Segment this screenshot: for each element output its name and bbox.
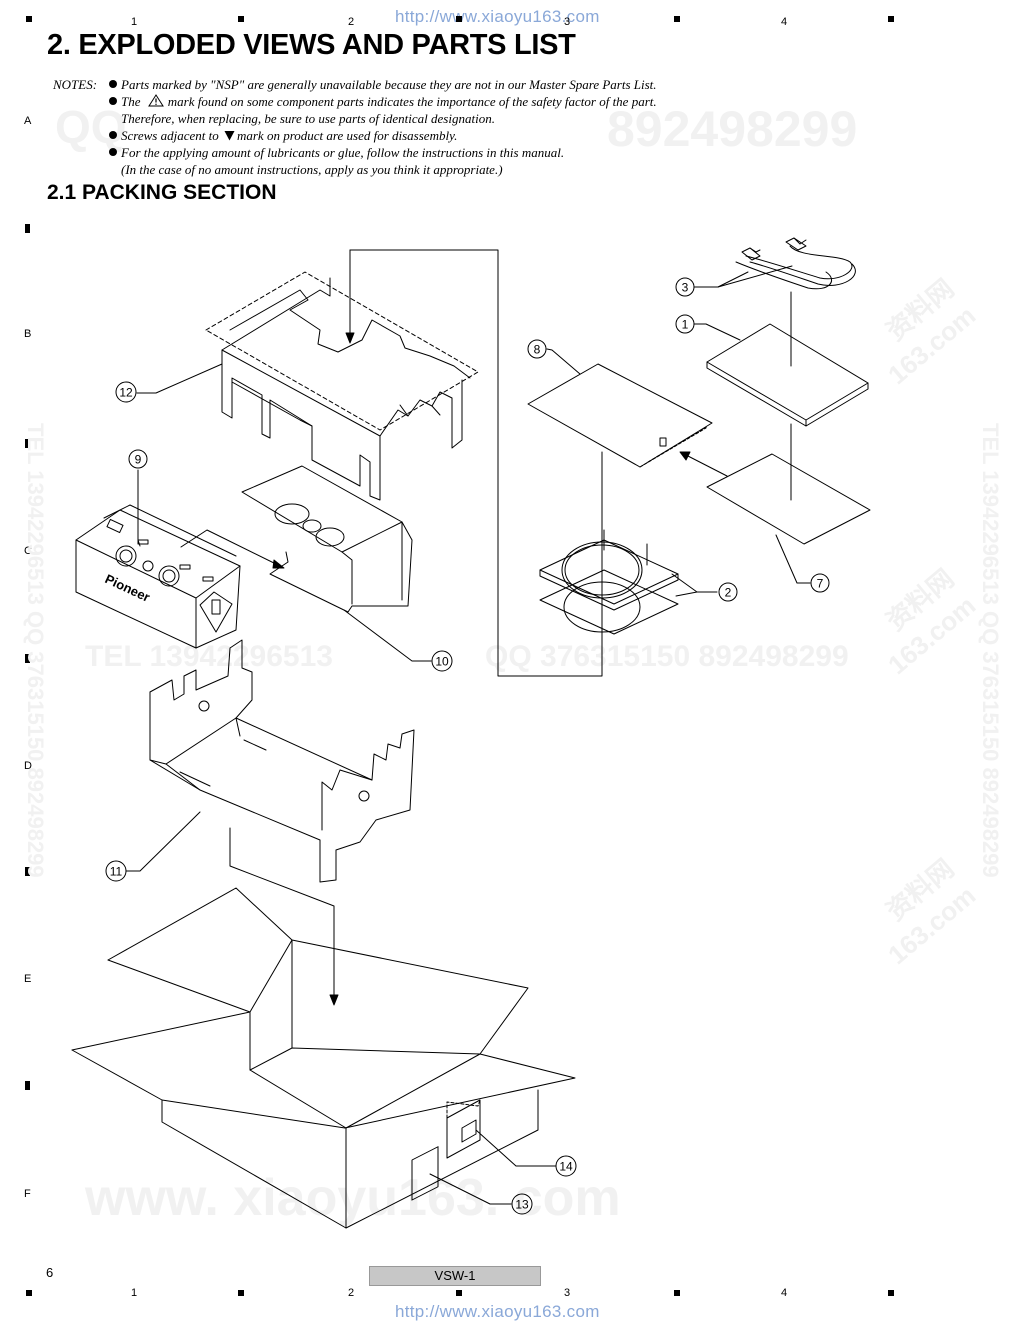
registration-mark (674, 1290, 680, 1296)
registration-mark (674, 16, 680, 22)
registration-mark (25, 654, 30, 663)
part-13-carton-box (71, 887, 576, 1229)
registration-mark (238, 16, 244, 22)
callout-numbers: 3 1 8 12 9 7 2 10 11 14 13 (105, 277, 830, 1215)
watermark: TEL 13942296513 (85, 640, 333, 673)
callout-13: 13 (515, 1198, 529, 1212)
watermark: QQ (55, 101, 127, 153)
registration-mark (25, 224, 30, 233)
callout-7: 7 (817, 577, 824, 591)
column-number: 2 (348, 16, 355, 28)
page-number: 6 (46, 1265, 54, 1280)
column-number: 4 (781, 1287, 788, 1299)
column-number: 1 (131, 1287, 138, 1299)
registration-mark (456, 16, 462, 22)
note-item: For the applying amount of lubricants or… (109, 144, 564, 161)
registration-mark (456, 1290, 462, 1296)
section-heading: 2.1 PACKING SECTION (47, 181, 277, 204)
callout-3: 3 (682, 281, 689, 295)
part-2-cushions (539, 529, 679, 635)
note-text: Therefore, when replacing, be sure to us… (121, 111, 495, 126)
down-triangle-icon (224, 131, 235, 141)
page-title: 2. EXPLODED VIEWS AND PARTS LIST (47, 29, 576, 61)
notes-label: NOTES: (53, 77, 98, 92)
callout-8: 8 (534, 343, 541, 357)
callout-11: 11 (110, 865, 123, 879)
part-11-lower-pad (149, 639, 415, 883)
footer-url[interactable]: http://www.xiaoyu163.com (395, 1302, 600, 1321)
notes-block: NOTES: Parts marked by "NSP" are general… (53, 76, 813, 180)
column-number: 1 (131, 16, 138, 28)
column-number: 3 (564, 16, 571, 28)
registration-mark (888, 16, 894, 22)
registration-mark (26, 1290, 32, 1296)
registration-mark (238, 1290, 244, 1296)
callout-14: 14 (559, 1160, 573, 1174)
part-7-sheet (706, 453, 871, 545)
column-number: 2 (348, 1287, 355, 1299)
assembly-guide-line (679, 451, 728, 477)
registration-mark (25, 439, 30, 448)
callout-10: 10 (435, 655, 449, 669)
note-text: (In the case of no amount instructions, … (121, 162, 503, 177)
header-url[interactable]: http://www.xiaoyu163.com (395, 7, 600, 26)
row-letter: F (24, 1188, 31, 1200)
row-letter: B (24, 328, 32, 340)
assembly-guide-line (229, 827, 339, 1006)
note-item: Parts marked by "NSP" are generally unav… (109, 76, 657, 93)
watermark: www. xiaoyu163. com (85, 1169, 621, 1227)
part-1-manual (706, 323, 869, 427)
row-letter: A (24, 115, 32, 127)
registration-mark (25, 1081, 30, 1090)
product-logo: Pioneer (103, 571, 153, 605)
column-number: 3 (564, 1287, 571, 1299)
callout-12: 12 (119, 386, 133, 400)
assembly-guide-line (345, 249, 603, 677)
warning-triangle-icon (147, 94, 164, 107)
registration-mark (888, 1290, 894, 1296)
part-3-cables (735, 237, 856, 290)
callout-9: 9 (135, 453, 142, 467)
row-letter: C (24, 545, 32, 557)
callout-2: 2 (725, 586, 732, 600)
note-item: The mark found on some component parts i… (109, 93, 657, 110)
note-text: mark found on some component parts indic… (167, 94, 657, 109)
note-text: The (121, 94, 141, 109)
row-letter: E (24, 973, 32, 985)
part-12-upper-pad (205, 271, 479, 501)
model-label: VSW-1 (369, 1266, 541, 1286)
part-8-bag (527, 363, 713, 468)
note-text: Screws adjacent to (121, 128, 219, 143)
callout-1: 1 (682, 318, 689, 332)
note-item: Screws adjacent to mark on product are u… (109, 127, 457, 144)
note-text: Parts marked by "NSP" are generally unav… (121, 77, 657, 92)
note-text: mark on product are used for disassembly… (236, 128, 458, 143)
registration-mark (26, 16, 32, 22)
watermark: 892498299 (607, 101, 858, 157)
column-number: 4 (781, 16, 788, 28)
part-9-main-unit: Pioneer (75, 504, 241, 649)
row-letter: D (24, 760, 32, 772)
note-text: For the applying amount of lubricants or… (121, 145, 565, 160)
callout-leaders (125, 265, 811, 1205)
part-10-insert (241, 465, 413, 613)
watermark: QQ 376315150 892498299 (485, 640, 849, 673)
registration-mark (25, 867, 30, 876)
